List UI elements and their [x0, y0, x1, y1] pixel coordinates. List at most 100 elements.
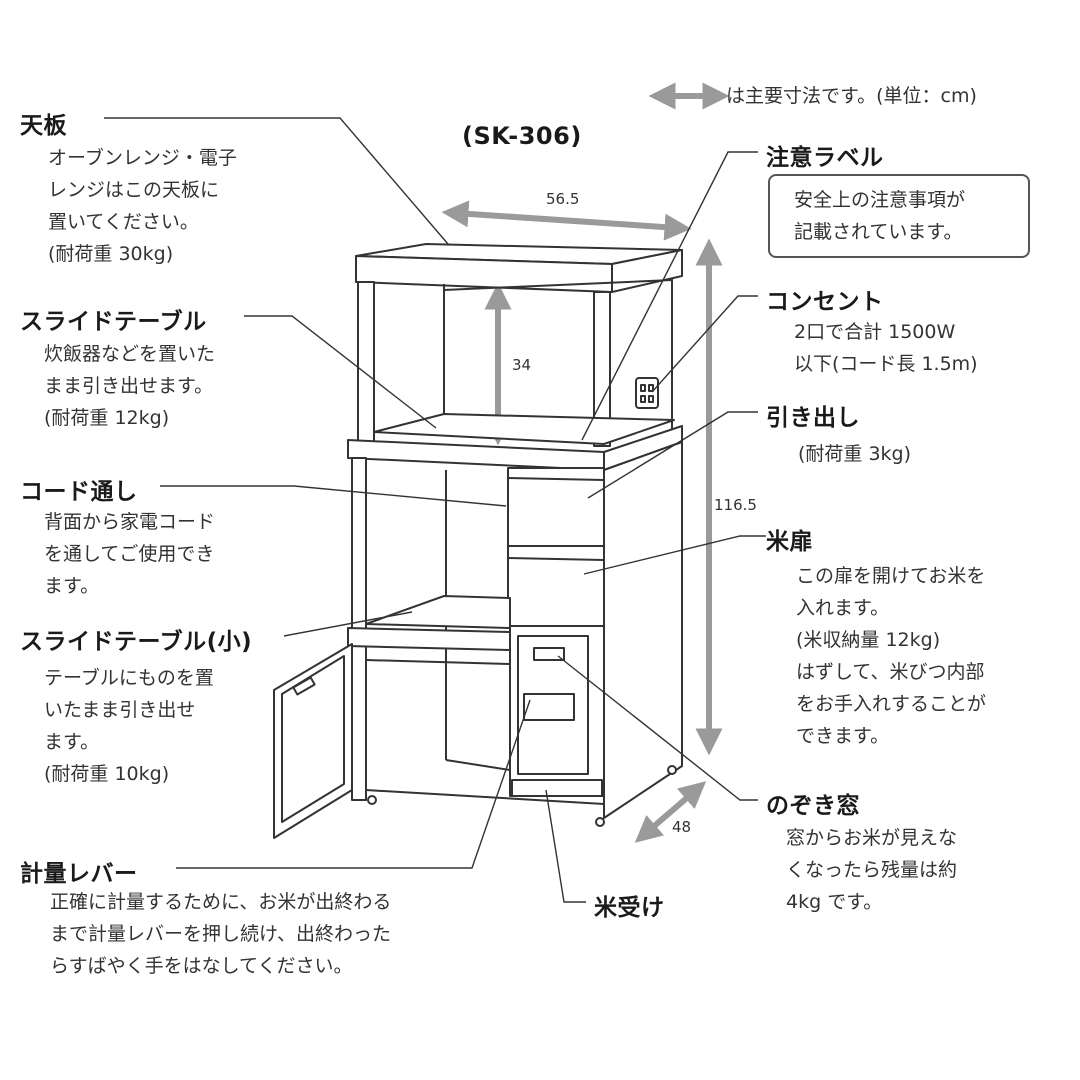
measure-lever-line: 正確に計量するために、お米が出終わる	[50, 891, 392, 913]
foot-front-right	[595, 817, 605, 827]
outlet-slot-1	[640, 384, 646, 392]
depth-dimension-arrow	[634, 781, 707, 843]
outlet-plate	[635, 377, 659, 409]
peek-window-frame	[533, 647, 565, 661]
rice-door-line: はずして、米びつ内部	[796, 661, 985, 683]
foot-back-right	[667, 765, 677, 775]
total-height-dimension-label: 116.5	[714, 496, 757, 514]
slide-table-small-surface	[365, 595, 511, 629]
slide-table-description: 炊飯器などを置いた まま引き出せます。 (耐荷重 12kg)	[44, 338, 215, 434]
rice-door-line: できます。	[796, 725, 890, 747]
outlet-slot-2	[648, 384, 654, 392]
lower-body-side	[603, 441, 683, 819]
width-dimension-arrow	[441, 200, 692, 241]
slide-table-small-line: テーブルにものを置	[44, 667, 214, 689]
rice-door-line: (米収納量 12kg)	[796, 629, 941, 651]
rice-door-line: 入れます。	[796, 597, 890, 619]
caution-label-line: 安全上の注意事項が	[794, 189, 966, 211]
outlet-line: 2口で合計 1500W	[794, 321, 956, 343]
top-plate-line: オーブンレンジ・電子	[48, 147, 237, 169]
leader-outlet	[651, 295, 758, 393]
bottom-rail	[365, 789, 605, 805]
leader-peek-window	[557, 655, 758, 801]
slide-table-front	[347, 439, 605, 471]
cord-hole-line: 背面から家電コード	[44, 511, 216, 533]
peek-window-line: 4kg です。	[786, 891, 883, 913]
drawer-top-edge	[507, 477, 605, 481]
outlet-line: 以下(コード長 1.5m)	[794, 353, 978, 375]
top-plate-line: (耐荷重 30kg)	[48, 243, 174, 265]
slide-table-line: まま引き出せます。	[44, 375, 214, 397]
rice-tray-part	[511, 779, 603, 797]
door-handle	[292, 676, 316, 696]
measure-lever-line: らすばやく手をはなしてください。	[50, 955, 353, 977]
leader-slide-table	[244, 315, 437, 429]
slide-table-line: (耐荷重 12kg)	[44, 407, 170, 429]
peek-window-line: 窓からお米が見えな	[786, 827, 958, 849]
top-plate-line: 置いてください。	[48, 211, 199, 233]
slide-table-small-description: テーブルにものを置 いたまま引き出せ ます。 (耐荷重 10kg)	[44, 662, 214, 790]
outlet-title: コンセント	[766, 289, 884, 315]
top-plate-line: レンジはこの天板に	[48, 179, 220, 201]
drawer-title: 引き出し	[766, 405, 860, 431]
bottom-back-rail	[445, 759, 511, 771]
outlet-slot-4	[648, 395, 654, 403]
rice-door-line: この扉を開けてお米を	[796, 565, 986, 587]
drawer-line: (耐荷重 3kg)	[798, 443, 912, 465]
leader-top-plate	[104, 117, 449, 245]
shelf-height-dimension-label: 34	[512, 356, 532, 374]
peek-window-title: のぞき窓	[766, 793, 860, 819]
foot-front-left	[367, 795, 377, 805]
caution-label-box	[768, 174, 1030, 258]
rice-door-top-edge	[507, 557, 605, 561]
top-plate-description: オーブンレンジ・電子 レンジはこの天板に 置いてください。 (耐荷重 30kg)	[48, 142, 237, 270]
cord-hole-line: を通してご使用でき	[44, 543, 215, 565]
slide-table-small-line: ます。	[44, 731, 100, 753]
leader-drawer	[587, 411, 758, 499]
slide-table-small-title: スライドテーブル(小)	[20, 629, 253, 655]
cord-hole-title: コード通し	[20, 479, 138, 505]
slide-table-surface	[373, 413, 675, 445]
lower-shelf-rail	[365, 659, 511, 665]
outlet-description: 2口で合計 1500W 以下(コード長 1.5m)	[794, 316, 978, 380]
slide-table-line: 炊飯器などを置いた	[44, 343, 216, 365]
model-number: (SK-306)	[462, 122, 582, 150]
outlet-slot-3	[640, 395, 646, 403]
open-door-inner	[281, 655, 345, 823]
caution-label-line: 記載されています。	[794, 221, 963, 243]
upper-back-edge	[443, 279, 673, 291]
slide-table-small-front	[347, 627, 511, 651]
cord-hole-description: 背面から家電コード を通してご使用でき ます。	[44, 506, 215, 602]
leader-slide-table-small	[283, 611, 413, 637]
drawer-box	[507, 467, 605, 547]
depth-dimension-label: 48	[672, 818, 692, 836]
measure-lever-part	[523, 693, 575, 721]
caution-label-title: 注意ラベル	[766, 145, 884, 171]
measure-lever-title: 計量レバー	[20, 861, 138, 887]
measure-lever-description: 正確に計量するために、お米が出終わる まで計量レバーを押し続け、出終わった らす…	[50, 886, 391, 982]
top-plate-title: 天板	[20, 113, 67, 139]
measure-lever-line: まで計量レバーを押し続け、出終わった	[50, 923, 392, 945]
rice-tray-title: 米受け	[594, 895, 665, 921]
leader-rice-tray	[545, 789, 586, 903]
slide-table-title: スライドテーブル	[20, 309, 207, 335]
peek-window-description: 窓からお米が見えな くなったら残量は約 4kg です。	[786, 822, 957, 918]
leader-measure-lever	[176, 699, 531, 869]
leader-cord-hole	[160, 485, 507, 507]
rice-door-title: 米扉	[766, 529, 813, 555]
upper-left-post	[357, 281, 375, 443]
slide-table-small-line: いたまま引き出せ	[44, 699, 196, 721]
cabinet-illustration	[273, 243, 683, 839]
peek-window-line: くなったら残量は約	[786, 859, 958, 881]
drawer-description: (耐荷重 3kg)	[798, 438, 911, 470]
caution-label-description: 安全上の注意事項が 記載されています。	[794, 184, 965, 248]
width-dimension-label: 56.5	[546, 190, 580, 208]
leader-rice-door	[583, 535, 766, 575]
rice-door-description: この扉を開けてお米を 入れます。 (米収納量 12kg) はずして、米びつ内部 …	[796, 560, 986, 752]
leader-caution-label	[581, 151, 758, 441]
dimension-legend: は主要寸法です。(単位：cm)	[726, 85, 977, 107]
leader-lines	[104, 117, 766, 903]
rice-door-line: をお手入れすることが	[796, 693, 987, 715]
